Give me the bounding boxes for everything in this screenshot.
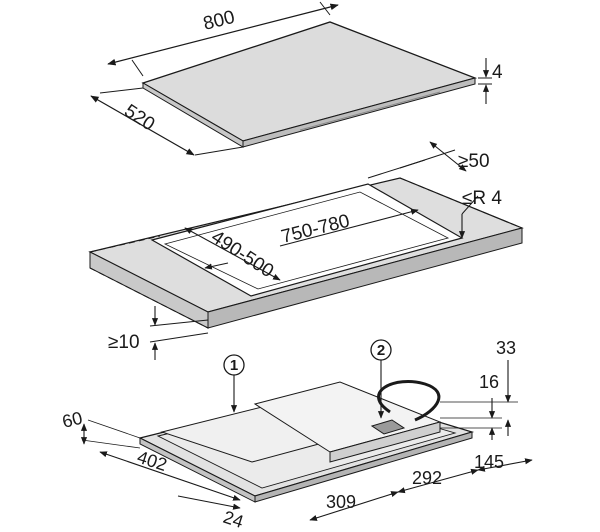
callout-2-label: 2 — [377, 342, 385, 359]
dim-right-span: 292 — [412, 468, 442, 488]
callout-1: 1 — [223, 354, 245, 413]
dim-height-total: 33 — [496, 338, 516, 358]
dim-middle-span: 309 — [326, 492, 356, 512]
dim-front-offset: 24 — [221, 507, 246, 532]
dim-left-offset: 60 — [60, 408, 84, 432]
cooktop-plate — [141, 21, 478, 148]
dim-back-clearance: ≥50 — [458, 151, 490, 172]
dim-front-clearance: ≥10 — [108, 332, 140, 353]
callout-1-label: 1 — [230, 357, 238, 374]
dim-depth: 520 — [120, 101, 158, 136]
callout-2: 2 — [370, 339, 392, 419]
dim-thickness: 4 — [492, 62, 503, 83]
dim-width: 800 — [201, 7, 237, 35]
dim-right-offset: 145 — [474, 452, 504, 472]
dim-height-body: 16 — [479, 372, 499, 392]
dim-corner-radius: ≤R 4 — [462, 188, 502, 209]
countertop — [88, 177, 524, 329]
